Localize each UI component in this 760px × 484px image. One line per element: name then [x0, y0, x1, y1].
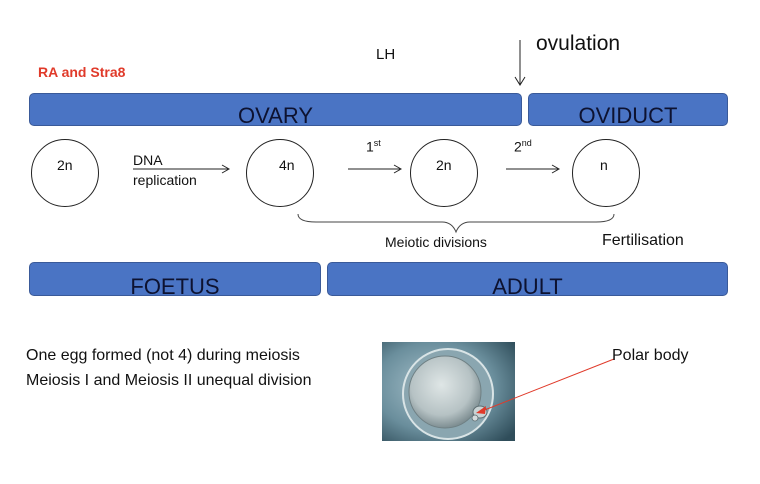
oviduct-label: OVIDUCT: [578, 103, 678, 128]
adult-bar: ADULT: [327, 262, 728, 299]
cell-2n-label: 2n: [57, 157, 73, 173]
cell-4n: [246, 139, 314, 207]
fertilisation-label: Fertilisation: [602, 232, 684, 249]
cell-n-haploid: [572, 139, 640, 207]
first-division-arrow: [348, 164, 403, 174]
ovulation-arrow: [514, 40, 526, 86]
foetus-label: FOETUS: [130, 274, 220, 299]
foetus-bar: FOETUS: [29, 262, 321, 299]
second-sup: nd: [521, 138, 532, 148]
oviduct-bar: OVIDUCT: [528, 93, 728, 128]
ovary-label: OVARY: [238, 103, 313, 128]
regulators-label: RA and Stra8: [38, 64, 126, 80]
ovulation-label: ovulation: [536, 32, 621, 55]
lh-label: LH: [376, 46, 396, 63]
first-base: 1: [366, 138, 374, 155]
oocyte-micrograph: [382, 342, 515, 441]
adult-label: ADULT: [492, 274, 563, 299]
first-sup: st: [373, 138, 381, 148]
second-division-arrow: [506, 164, 561, 174]
second-division-label: 2nd: [514, 138, 532, 155]
cell-2n-diploid: [31, 139, 99, 207]
meiotic-brace: [297, 213, 615, 234]
cell-2n-secondary-label: 2n: [436, 157, 452, 173]
note-unequal-division: Meiosis I and Meiosis II unequal divisio…: [26, 372, 312, 389]
polar-body-pointer: [476, 358, 615, 414]
polar-body-label: Polar body: [612, 347, 689, 364]
note-one-egg: One egg formed (not 4) during meiosis: [26, 347, 300, 364]
ovary-bar: OVARY: [29, 93, 522, 128]
replication-label: replication: [133, 172, 197, 188]
replication-arrow: [133, 164, 231, 174]
first-division-label: 1st: [366, 138, 381, 155]
dna-label: DNA: [133, 152, 163, 168]
second-base: 2: [514, 138, 522, 155]
meiotic-divisions-label: Meiotic divisions: [385, 234, 487, 250]
cell-n-label: n: [600, 157, 608, 173]
cell-2n-secondary: [410, 139, 478, 207]
cell-4n-label: 4n: [279, 157, 295, 173]
